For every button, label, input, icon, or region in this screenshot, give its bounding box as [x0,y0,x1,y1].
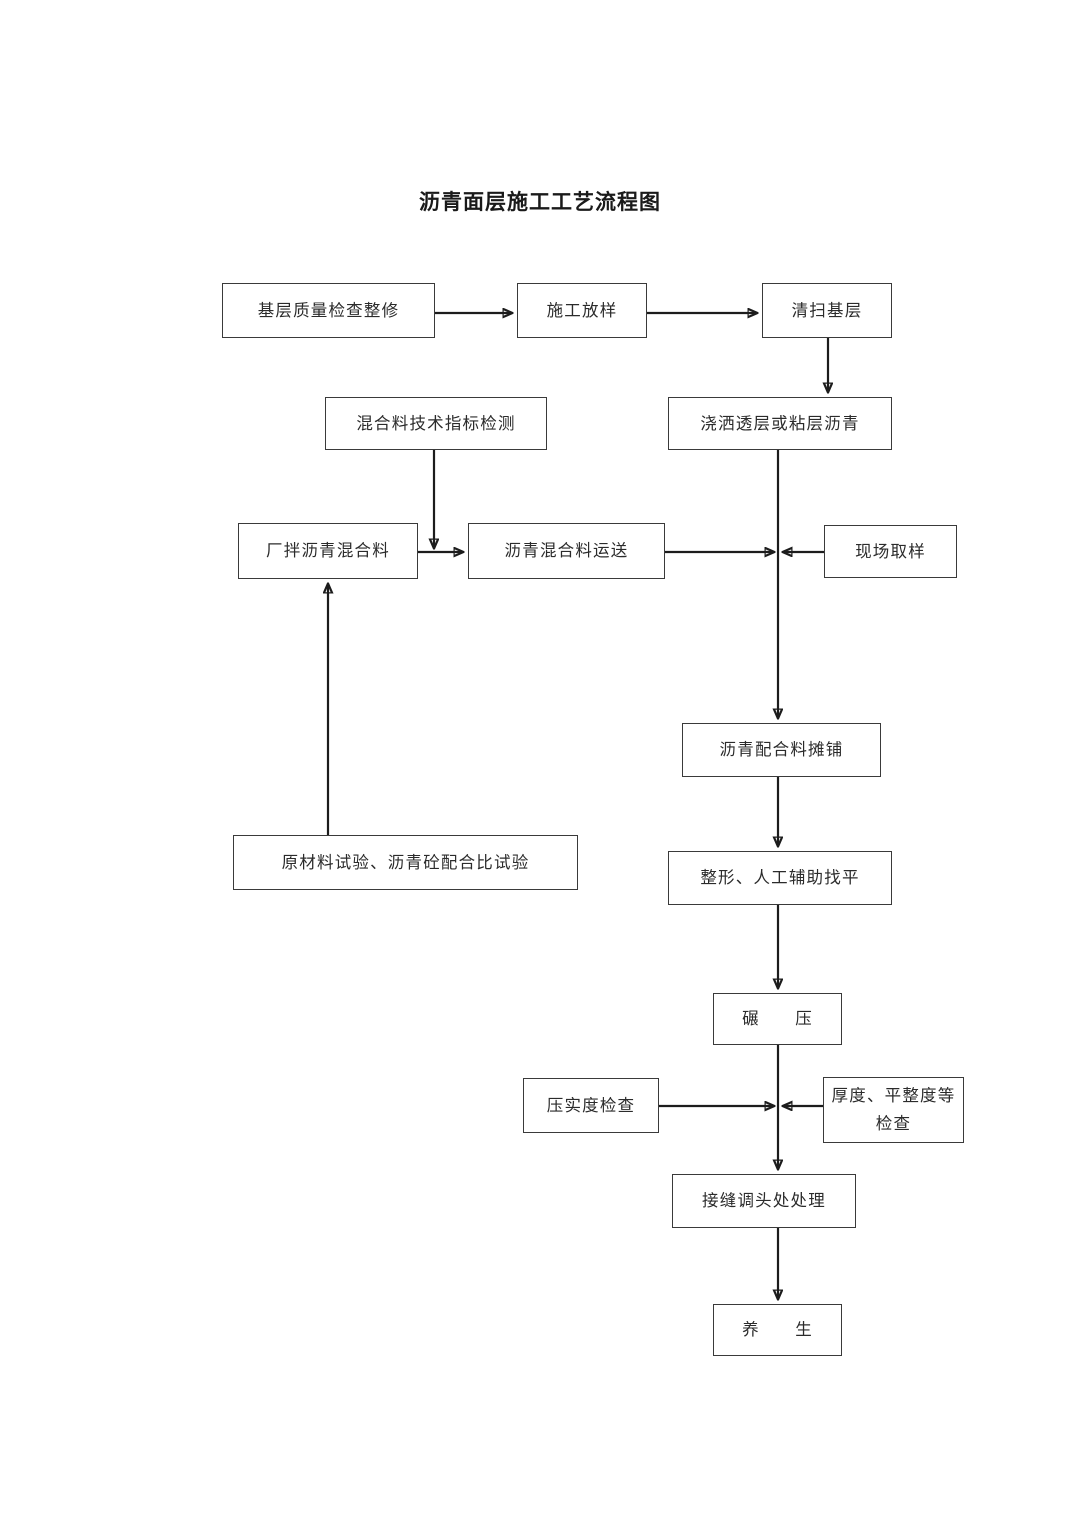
node-rolling[interactable]: 碾 压 [713,993,842,1045]
node-curing[interactable]: 养 生 [713,1304,842,1356]
node-raw-material-mix-design[interactable]: 原材料试验、沥青砼配合比试验 [233,835,578,890]
node-mixture-transport[interactable]: 沥青混合料运送 [468,523,665,579]
node-construction-setout[interactable]: 施工放样 [517,283,647,338]
page-title: 沥青面层施工工艺流程图 [419,191,661,214]
node-thickness-flatness-check[interactable]: 厚度、平整度等检查 [823,1077,964,1143]
node-joint-turnaround-treat[interactable]: 接缝调头处处理 [672,1174,856,1228]
node-mixture-index-test[interactable]: 混合料技术指标检测 [325,397,547,450]
node-compaction-check[interactable]: 压实度检查 [523,1078,659,1133]
node-base-quality-inspection[interactable]: 基层质量检查整修 [222,283,435,338]
node-shaping-manual-leveling[interactable]: 整形、人工辅助找平 [668,851,892,905]
node-spray-prime-tack-coat[interactable]: 浇洒透层或粘层沥青 [668,397,892,450]
node-asphalt-paving[interactable]: 沥青配合料摊铺 [682,723,881,777]
node-plant-mixed-asphalt[interactable]: 厂拌沥青混合料 [238,523,418,579]
node-onsite-sampling[interactable]: 现场取样 [824,525,957,578]
node-clean-base[interactable]: 清扫基层 [762,283,892,338]
